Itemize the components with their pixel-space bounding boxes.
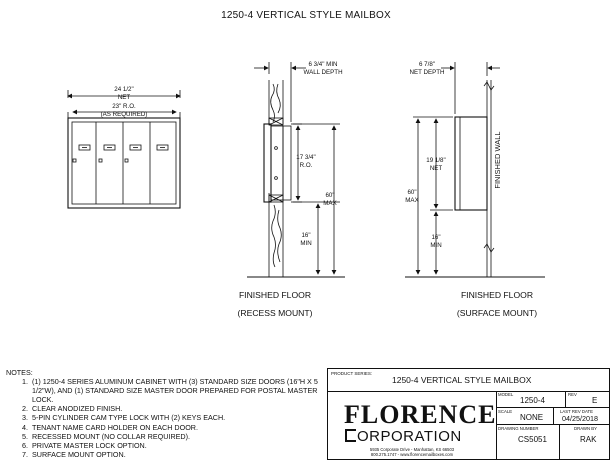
- recess-height-label: 17 3/4": [296, 154, 315, 161]
- front-ro-sub: (AS REQUIRED): [101, 111, 148, 118]
- drawn-by-value: RAK: [580, 435, 597, 444]
- drawing-number-cell: DRAWING NUMBER CS5051: [496, 425, 560, 460]
- drawn-by-label: DRAWN BY: [574, 426, 597, 431]
- note-item: TENANT NAME CARD HOLDER ON EACH DOOR.: [30, 423, 324, 432]
- scale-value: NONE: [520, 413, 544, 422]
- surface-depth-label: 6 7/8": [419, 61, 435, 68]
- surface-min-label: 16": [431, 234, 440, 241]
- logo-c-mark: [345, 429, 356, 442]
- surface-height-label: 19 1/8": [426, 157, 445, 164]
- notes-section: NOTES: (1) 1250-4 SERIES ALUMINUM CABINE…: [6, 368, 324, 459]
- recess-floor-label: FINISHED FLOOR: [239, 290, 311, 300]
- scale-cell: SCALE NONE: [496, 408, 554, 425]
- recess-depth-sub: WALL DEPTH: [303, 69, 342, 76]
- model-value: 1250-4: [520, 396, 545, 405]
- notes-header: NOTES:: [6, 368, 33, 377]
- surface-depth-sub: NET DEPTH: [410, 69, 445, 76]
- product-series-row: PRODUCT SERIES: 1250-4 VERTICAL STYLE MA…: [328, 369, 609, 392]
- note-item: CLEAR ANODIZED FINISH.: [30, 404, 324, 413]
- recess-caption: (RECESS MOUNT): [238, 308, 313, 318]
- company-logo: FLORENCE ORPORATION 5935 Corporate Drive…: [328, 391, 497, 460]
- last-rev-label: LAST REV DATE: [560, 409, 594, 414]
- title-block: PRODUCT SERIES: 1250-4 VERTICAL STYLE MA…: [327, 368, 610, 460]
- note-item: RECESSED MOUNT (NO COLLAR REQUIRED).: [30, 432, 324, 441]
- front-width-sub: NET: [118, 94, 131, 101]
- note-item: PRIVATE MASTER LOCK OPTION.: [30, 441, 324, 450]
- rev-value: E: [592, 396, 598, 405]
- notes-list: (1) 1250-4 SERIES ALUMINUM CABINET WITH …: [6, 377, 324, 459]
- last-rev-cell: LAST REV DATE 04/25/2018: [554, 408, 610, 425]
- surface-floor-label: FINISHED FLOOR: [461, 290, 533, 300]
- surface-view: [405, 62, 545, 278]
- last-rev-value: 04/25/2018: [562, 414, 598, 423]
- model-label: MODEL: [498, 392, 514, 397]
- front-view: [67, 90, 181, 209]
- scale-label: SCALE: [498, 409, 513, 414]
- front-door-1: [72, 144, 91, 163]
- rev-label: REV: [568, 392, 577, 397]
- logo-corporation: ORPORATION: [345, 428, 462, 445]
- drawn-by-cell: DRAWN BY RAK: [560, 425, 610, 460]
- recess-min-sub: MIN: [300, 240, 311, 247]
- surface-height-sub: NET: [430, 165, 443, 172]
- front-width-label: 24 1/2": [114, 86, 133, 93]
- drawing-number-label: DRAWING NUMBER: [498, 426, 539, 431]
- surface-max-sub: MAX: [405, 197, 418, 204]
- rev-cell: REV E: [566, 391, 610, 408]
- finished-wall-label: FINISHED WALL: [493, 131, 502, 188]
- note-item: (1) 1250-4 SERIES ALUMINUM CABINET WITH …: [30, 377, 324, 404]
- logo-corporation-text: ORPORATION: [357, 428, 462, 445]
- note-item: 5-PIN CYLINDER CAM TYPE LOCK WITH (2) KE…: [30, 413, 324, 422]
- front-door-2: [98, 144, 116, 163]
- surface-max-label: 60": [407, 189, 416, 196]
- front-door-3: [124, 144, 142, 163]
- recess-max-sub: MAX: [323, 200, 336, 207]
- product-series-value: 1250-4 VERTICAL STYLE MAILBOX: [392, 375, 532, 385]
- recess-view: [247, 62, 345, 278]
- recess-depth-label: 6 3/4" MIN: [308, 61, 337, 68]
- front-ro-label: 23" R.O.: [112, 103, 136, 110]
- recess-max-label: 60": [325, 192, 334, 199]
- surface-min-sub: MIN: [430, 242, 441, 249]
- address-line-2: 800.275.1747 - www.florencemailboxes.com: [370, 452, 454, 457]
- recess-height-sub: R.O.: [300, 162, 313, 169]
- product-series-label: PRODUCT SERIES:: [331, 371, 373, 376]
- logo-florence: FLORENCE: [344, 400, 497, 429]
- drawing-number-value: CS5051: [518, 435, 547, 444]
- title-block-grid: MODEL 1250-4 REV E SCALE NONE LAST REV D…: [496, 391, 610, 460]
- address-line-1: 5935 Corporate Drive - Manhattan, KS 665…: [369, 447, 455, 452]
- model-cell: MODEL 1250-4: [496, 391, 566, 408]
- company-address: 5935 Corporate Drive - Manhattan, KS 665…: [328, 447, 496, 457]
- recess-min-label: 16": [301, 232, 310, 239]
- front-master-door: [156, 144, 169, 151]
- surface-caption: (SURFACE MOUNT): [457, 308, 537, 318]
- note-item: SURFACE MOUNT OPTION.: [30, 450, 324, 459]
- drawing-title: 1250-4 VERTICAL STYLE MAILBOX: [221, 10, 391, 21]
